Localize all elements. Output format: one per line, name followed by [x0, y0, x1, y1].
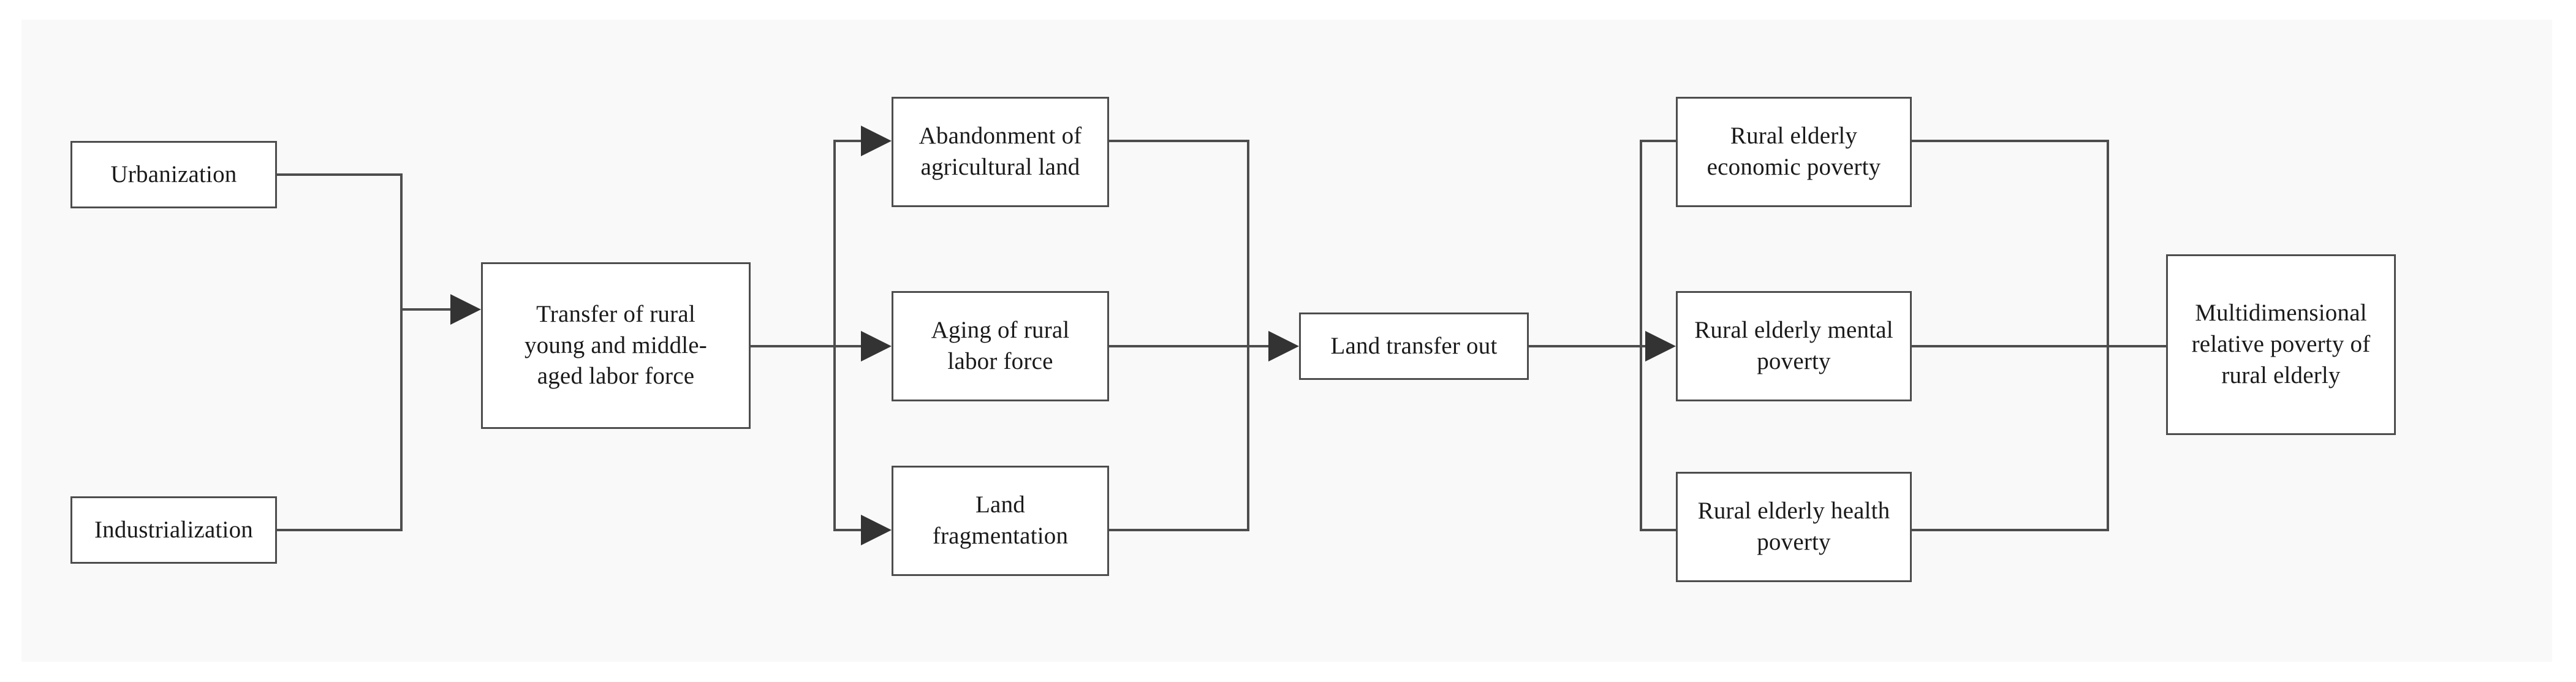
node-land-transfer-out-label: Land transfer out — [1330, 332, 1498, 359]
arrowhead-land-fragmentation — [861, 515, 892, 545]
node-rural-elderly-mental-poverty-label: Rural elderly mental poverty — [1694, 317, 1893, 374]
arrowhead-land-transfer-out — [1268, 331, 1299, 362]
node-industrialization[interactable]: Industrialization — [70, 496, 277, 564]
edge-industrialization-to-transfer — [277, 309, 403, 531]
node-aging-rural-labor-force-label: Aging of rural labor force — [931, 317, 1070, 374]
node-multidimensional-relative-poverty[interactable]: Multidimensional relative poverty of rur… — [2166, 254, 2396, 435]
node-industrialization-label: Industrialization — [94, 516, 253, 543]
edge-fragmentation-to-bus3 — [1109, 346, 1249, 531]
node-rural-elderly-economic-poverty-label: Rural elderly economic poverty — [1707, 123, 1881, 180]
node-urbanization[interactable]: Urbanization — [70, 141, 277, 208]
edge-bus2-to-fragmentation — [833, 346, 885, 531]
node-rural-elderly-health-poverty[interactable]: Rural elderly health poverty — [1676, 472, 1912, 582]
node-aging-rural-labor-force[interactable]: Aging of rural labor force — [892, 291, 1109, 401]
edge-elderly-economic-to-bus5 — [1912, 140, 2109, 346]
node-rural-elderly-health-poverty-label: Rural elderly health poverty — [1697, 498, 1890, 555]
node-abandonment-agricultural-land[interactable]: Abandonment of agricultural land — [892, 97, 1109, 207]
edge-bus2-to-abandonment — [833, 140, 885, 346]
arrowhead-abandonment-land — [861, 126, 892, 156]
node-rural-elderly-economic-poverty[interactable]: Rural elderly economic poverty — [1676, 97, 1912, 207]
edge-bus4-to-elderly-health — [1640, 346, 1676, 531]
edge-abandonment-to-bus3 — [1109, 140, 1249, 346]
node-land-fragmentation[interactable]: Land fragmentation — [892, 466, 1109, 576]
edge-bus4-to-elderly-economic — [1640, 140, 1676, 346]
node-rural-elderly-mental-poverty[interactable]: Rural elderly mental poverty — [1676, 291, 1912, 401]
node-abandonment-agricultural-land-label: Abandonment of agricultural land — [919, 123, 1082, 180]
edge-urbanization-to-transfer — [277, 173, 403, 309]
node-land-transfer-out[interactable]: Land transfer out — [1299, 313, 1529, 380]
arrowhead-elderly-mental — [1645, 331, 1676, 362]
node-multidimensional-relative-poverty-label: Multidimensional relative poverty of rur… — [2191, 300, 2371, 388]
node-transfer-labor-force[interactable]: Transfer of rural young and middle- aged… — [481, 262, 751, 429]
edge-elderly-health-to-bus5 — [1912, 346, 2109, 531]
node-transfer-labor-force-label: Transfer of rural young and middle- aged… — [524, 300, 707, 390]
node-urbanization-label: Urbanization — [110, 161, 237, 188]
arrowhead-aging-labor — [861, 331, 892, 362]
arrowhead-transfer-labor — [450, 294, 481, 325]
node-land-fragmentation-label: Land fragmentation — [932, 491, 1069, 549]
